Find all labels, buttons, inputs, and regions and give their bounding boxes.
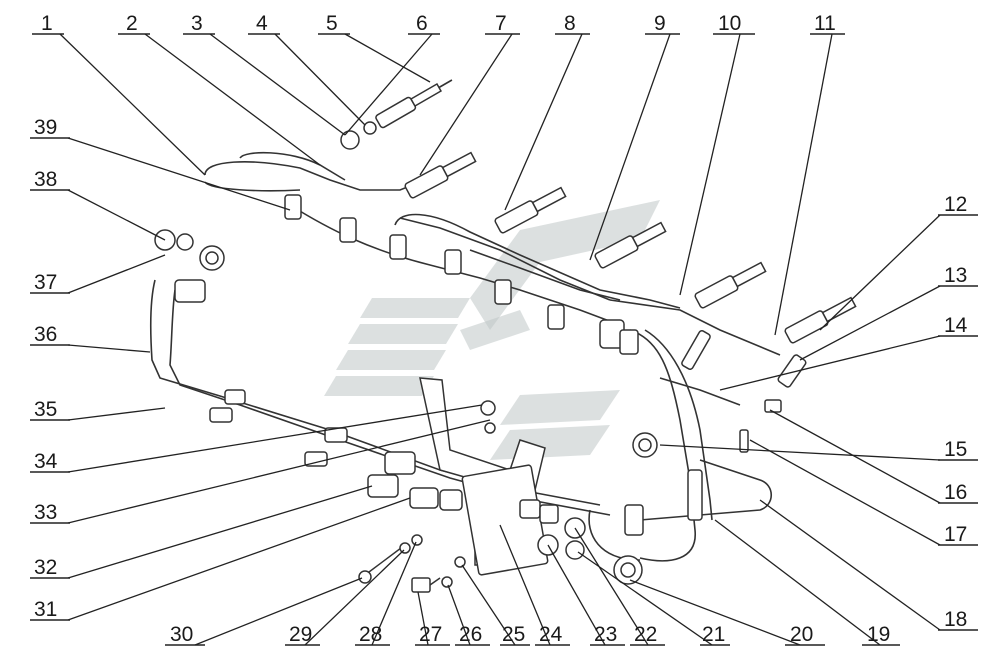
callout-17: 17 (944, 523, 967, 546)
bolts-and-washers (358, 487, 586, 593)
callout-3: 3 (191, 12, 203, 35)
callout-38: 38 (34, 168, 57, 191)
callout-34: 34 (34, 450, 58, 473)
callout-12: 12 (944, 193, 967, 216)
callout-37: 37 (34, 271, 57, 294)
callout-21: 21 (702, 623, 725, 646)
callout-39: 39 (34, 116, 57, 139)
callout-leaders (30, 33, 978, 646)
callout-1: 1 (41, 12, 53, 35)
callout-10: 10 (718, 12, 741, 35)
left-pipe-fittings (154, 229, 416, 498)
callout-27: 27 (419, 623, 442, 646)
callout-8: 8 (564, 12, 576, 35)
callout-19: 19 (867, 623, 890, 646)
callout-24: 24 (539, 623, 563, 646)
callout-labels: 1 2 3 4 5 6 7 8 9 10 11 12 13 14 15 16 1… (34, 12, 968, 646)
callout-33: 33 (34, 501, 57, 524)
callout-29: 29 (289, 623, 312, 646)
callout-35: 35 (34, 398, 57, 421)
callout-23: 23 (594, 623, 617, 646)
callout-32: 32 (34, 556, 57, 579)
callout-36: 36 (34, 323, 57, 346)
callout-7: 7 (495, 12, 507, 35)
callout-11: 11 (814, 12, 836, 35)
callout-2: 2 (126, 12, 138, 35)
callout-14: 14 (944, 314, 968, 337)
callout-26: 26 (459, 623, 482, 646)
callout-20: 20 (790, 623, 813, 646)
callout-13: 13 (944, 264, 967, 287)
callout-15: 15 (944, 438, 967, 461)
callout-31: 31 (34, 598, 57, 621)
callout-6: 6 (416, 12, 428, 35)
callout-25: 25 (502, 623, 525, 646)
callout-5: 5 (326, 12, 338, 35)
injector-assemblies (284, 79, 857, 585)
callout-4: 4 (256, 12, 268, 35)
callout-16: 16 (944, 481, 967, 504)
callout-18: 18 (944, 608, 967, 631)
fuel-pipe-network (149, 151, 781, 562)
callout-28: 28 (359, 623, 382, 646)
callout-30: 30 (170, 623, 193, 646)
callout-9: 9 (654, 12, 666, 35)
callout-22: 22 (634, 623, 657, 646)
